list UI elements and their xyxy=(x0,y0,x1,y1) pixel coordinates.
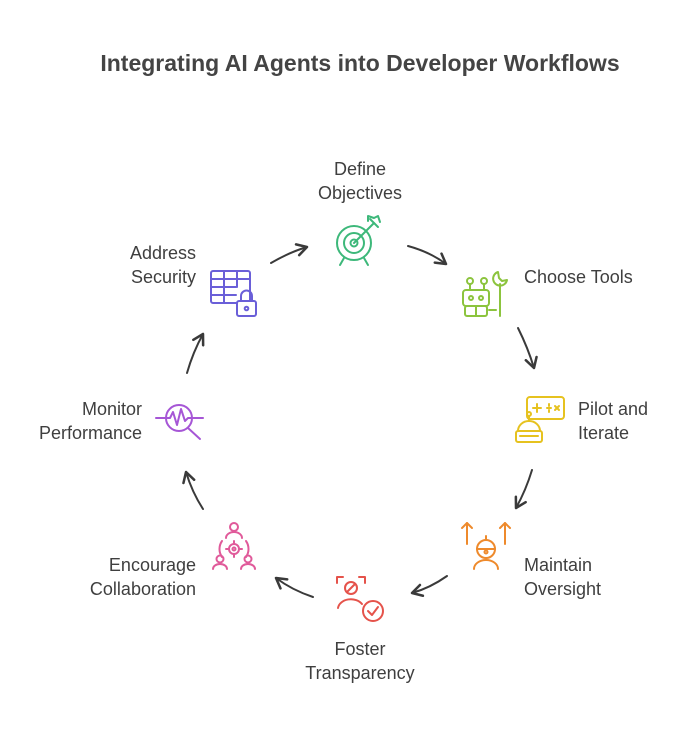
step-label-line1: Monitor xyxy=(81,399,142,419)
step-label-choose-tools: Choose Tools xyxy=(524,265,674,289)
supervisor-arrows-icon xyxy=(461,522,511,570)
performance-magnifier-icon xyxy=(155,404,204,440)
security-lock-table-icon xyxy=(210,270,257,317)
step-label-line2: Performance xyxy=(38,423,142,443)
robot-wrench-icon xyxy=(462,271,508,317)
step-label-foster-transparency: Foster Transparency xyxy=(290,637,430,685)
step-label-line1: Define xyxy=(333,159,387,179)
step-label-line1: Encourage xyxy=(108,555,196,575)
arrow-oversight-to-transparency xyxy=(410,575,448,598)
step-label-line2: Transparency xyxy=(305,663,415,683)
step-label-line2: Iterate xyxy=(578,423,630,443)
arrow-transparency-to-collaboration xyxy=(274,576,314,598)
step-label-line2: Collaboration xyxy=(89,579,196,599)
step-label-monitor-performance: Monitor Performance xyxy=(10,397,142,445)
step-label-line1: Choose Tools xyxy=(524,267,633,287)
arrow-tools-to-pilot xyxy=(517,327,538,370)
step-label-address-security: Address Security xyxy=(66,241,196,289)
step-label-maintain-oversight: Maintain Oversight xyxy=(524,553,644,601)
step-label-line1: Maintain xyxy=(524,555,593,575)
arrow-collaboration-to-monitor xyxy=(182,470,204,510)
step-label-pilot-and-iterate: Pilot and Iterate xyxy=(578,397,688,445)
step-label-line1: Address xyxy=(129,243,196,263)
arrow-security-to-objectives xyxy=(270,243,309,264)
step-label-line2: Security xyxy=(130,267,196,287)
arrow-monitor-to-security xyxy=(186,332,205,374)
step-label-define-objectives: Define Objectives xyxy=(300,157,420,205)
step-label-line2: Oversight xyxy=(524,579,602,599)
pilot-controls-icon xyxy=(515,396,565,443)
arrow-objectives-to-tools xyxy=(407,245,448,266)
step-label-line1: Foster xyxy=(334,639,386,659)
step-label-encourage-collaboration: Encourage Collaboration xyxy=(46,553,196,601)
collaboration-gear-icon xyxy=(212,522,256,570)
transparency-check-icon xyxy=(336,576,384,622)
target-arrow-icon xyxy=(336,215,381,266)
step-label-line2: Objectives xyxy=(317,183,403,203)
arrow-pilot-to-oversight xyxy=(514,469,533,510)
diagram-title: Integrating AI Agents into Developer Wor… xyxy=(100,50,620,76)
step-label-line1: Pilot and xyxy=(578,399,649,419)
